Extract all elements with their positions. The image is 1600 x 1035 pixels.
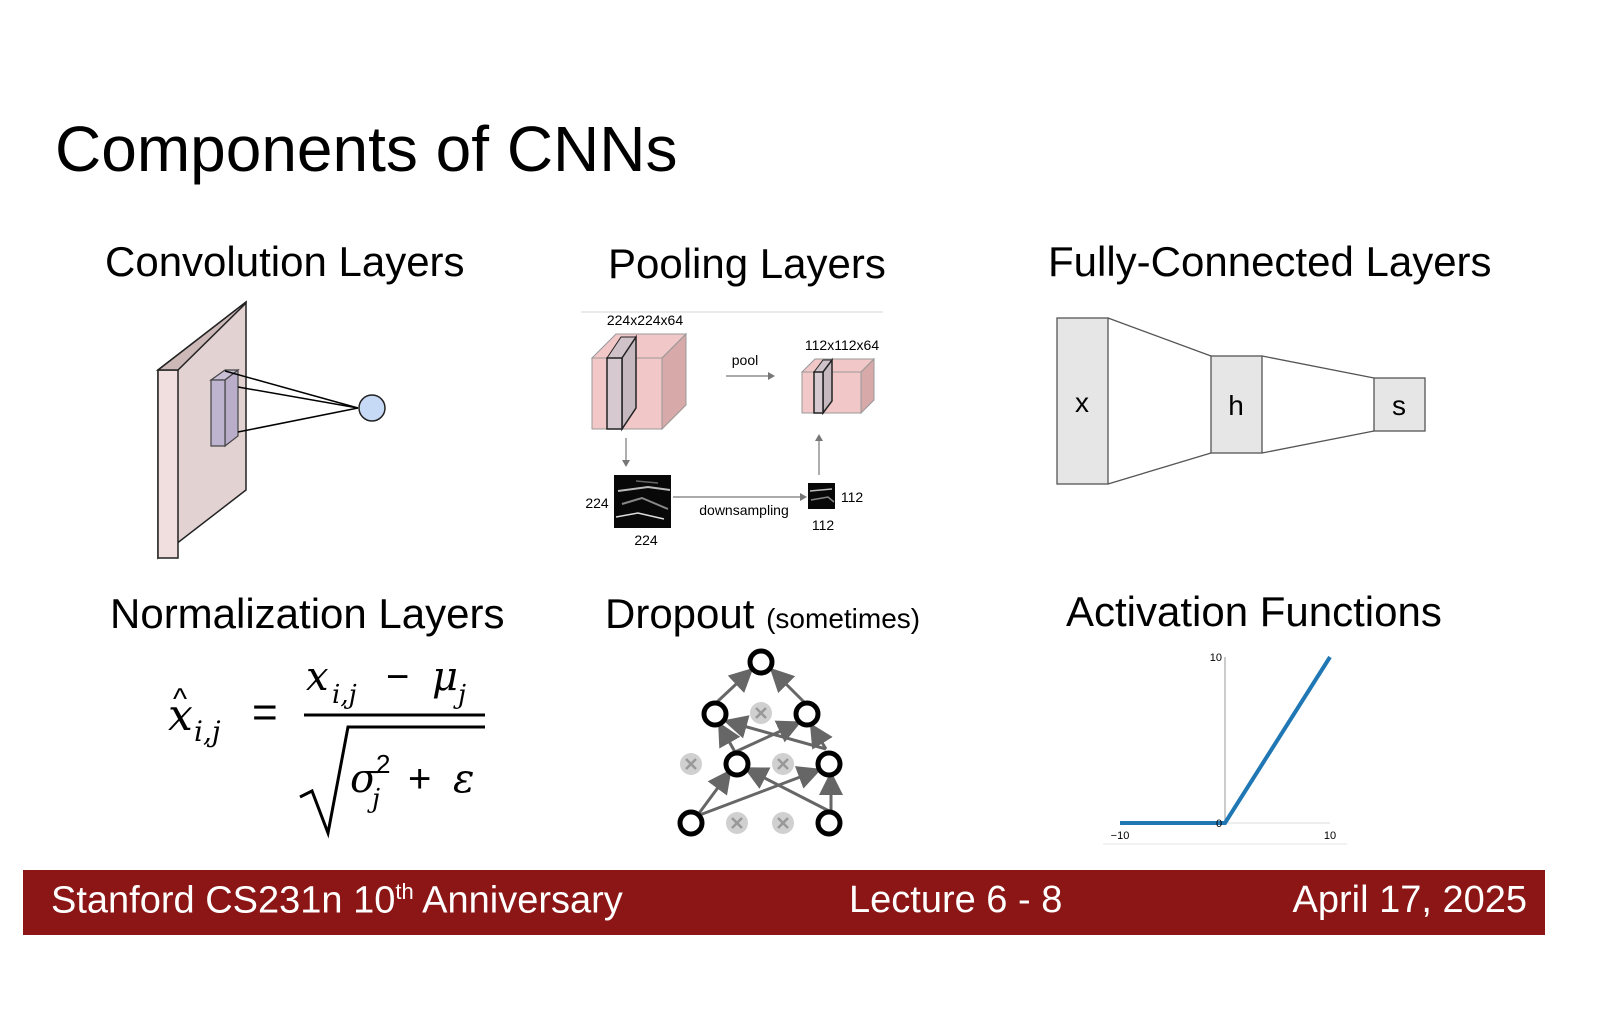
convolution-diagram <box>155 300 386 560</box>
formula-numerator-subscript: i,j <box>332 680 357 710</box>
dropout-dropped-nodes <box>680 702 794 834</box>
conv-input-volume <box>155 300 247 560</box>
pool-output-height: 112 <box>841 489 864 505</box>
pool-input-width: 224 <box>634 532 658 548</box>
pool-input-dims: 224x224x64 <box>607 312 684 328</box>
pool-label: pool <box>732 352 758 368</box>
relu-y-tick-max: 10 <box>1210 652 1222 664</box>
activation-functions-title: Activation Functions <box>1066 588 1442 635</box>
fc-h-block <box>1210 355 1263 454</box>
formula-sqrt <box>299 725 485 839</box>
dropout-title-text: Dropout <box>605 590 755 637</box>
dropout-title: Dropout (sometimes) <box>605 590 920 638</box>
pooling-diagram: 224x224x64 pool 112x112x64 224 224 <box>581 311 883 548</box>
relu-x-tick-min: −10 <box>1111 830 1130 842</box>
footer-course-suffix: Anniversary <box>413 879 623 922</box>
fc-x-label: x <box>1075 387 1089 418</box>
formula-sigma: σ <box>350 756 379 802</box>
fc-h-label: h <box>1228 390 1244 421</box>
footer-lecture: Lecture 6 - 8 <box>849 879 1063 921</box>
formula-mu: μ <box>432 654 458 700</box>
fc-s-label: s <box>1392 390 1406 421</box>
pool-input-volume <box>590 332 688 432</box>
conv-connection-lines <box>224 370 359 433</box>
footer-bar: Stanford CS231n 10th Anniversary Lecture… <box>23 870 1545 935</box>
dropout-active-nodes <box>677 648 843 837</box>
fc-connection-lines <box>1107 317 1375 485</box>
pool-output-volume <box>800 357 876 416</box>
fc-s-block <box>1373 377 1426 432</box>
footer-date: April 17, 2025 <box>1292 879 1528 921</box>
formula-plus: + <box>408 757 431 801</box>
pool-input-feature-map <box>614 475 671 528</box>
conv-output-neuron <box>358 394 386 422</box>
slide-title: Components of CNNs <box>55 113 678 185</box>
formula-minus: − <box>386 655 409 699</box>
formula-epsilon: ε <box>453 756 474 802</box>
fully-connected-layers-title: Fully-Connected Layers <box>1048 238 1492 285</box>
pool-down-arrow <box>622 438 630 467</box>
pool-arrow <box>726 372 775 380</box>
relu-chart: −10 0 10 10 <box>1103 647 1347 845</box>
relu-x-tick-zero: 0 <box>1216 818 1222 830</box>
formula-numerator-x: x <box>306 654 329 700</box>
fc-x-block <box>1056 317 1109 485</box>
convolution-layers-title: Convolution Layers <box>105 238 465 285</box>
pool-output-feature-map <box>808 483 835 509</box>
pool-input-height: 224 <box>585 495 609 511</box>
relu-series-line <box>1120 655 1332 825</box>
formula-sigma-power: 2 <box>376 749 390 779</box>
footer-course-name: Stanford CS231n 10 <box>51 879 396 922</box>
pool-output-width: 112 <box>812 517 835 533</box>
relu-x-tick-max: 10 <box>1324 830 1336 842</box>
pool-output-dims: 112x112x64 <box>805 337 879 353</box>
pool-up-arrow <box>815 434 823 475</box>
formula-lhs-subscript: i,j <box>194 715 221 748</box>
footer-course-superscript: th <box>395 879 414 904</box>
pool-downsampling-arrow <box>673 493 807 501</box>
formula-hat: ^ <box>173 683 187 716</box>
normalization-layers-title: Normalization Layers <box>110 590 505 637</box>
dropout-network-diagram <box>677 648 843 837</box>
normalization-formula: x ^ i,j = x i,j − μ j σ 2 j + ε <box>168 654 485 839</box>
footer-course: Stanford CS231n 10th Anniversary <box>51 879 623 923</box>
conv-filter-patch <box>209 368 240 448</box>
formula-lhs-x: x <box>168 690 193 741</box>
formula-equals: = <box>252 688 278 737</box>
dropout-note: (sometimes) <box>766 603 921 634</box>
dropout-edges <box>695 667 843 818</box>
pool-downsampling-label: downsampling <box>699 502 789 518</box>
fully-connected-diagram: x h s <box>1056 317 1426 485</box>
pooling-layers-title: Pooling Layers <box>608 240 886 287</box>
